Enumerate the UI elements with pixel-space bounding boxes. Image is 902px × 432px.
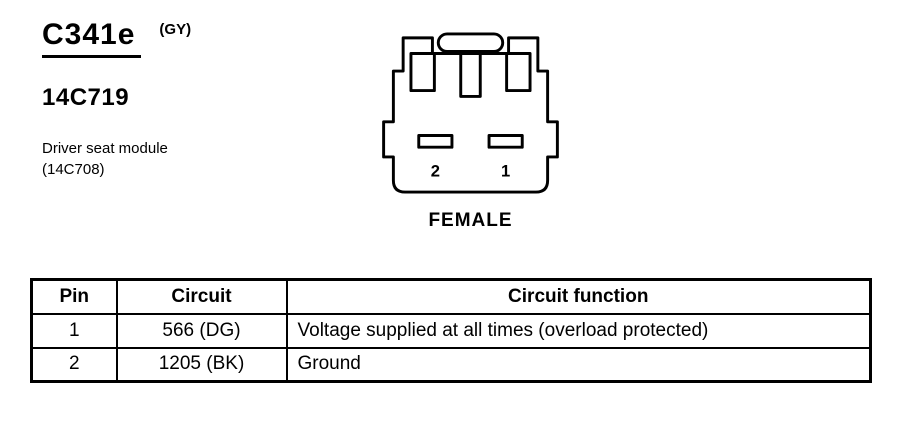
header-pin: Pin <box>30 278 118 315</box>
cell-pin: 1 <box>30 312 118 349</box>
connector-latch-tab <box>436 32 505 53</box>
cell-circuit: 566 (DG) <box>115 312 288 349</box>
pin-slot-2 <box>417 134 454 149</box>
pin-number-2: 2 <box>431 161 440 180</box>
cell-function: Ground <box>285 346 872 383</box>
table-row: 1 566 (DG) Voltage supplied at all times… <box>30 312 872 349</box>
connector-keyway-left <box>409 52 436 93</box>
cell-circuit: 1205 (BK) <box>115 346 288 383</box>
part-number: 14C719 <box>42 84 130 111</box>
component-description: Driver seat module (14C708) <box>42 138 168 180</box>
connector-id: C341e <box>42 18 142 58</box>
connector-gender-label: FEMALE <box>428 210 513 231</box>
header-circuit: Circuit <box>115 278 288 315</box>
connector-keyway-right <box>505 52 532 93</box>
header-circuit-function: Circuit function <box>285 278 872 315</box>
component-name: Driver seat module <box>42 140 168 157</box>
connector-color-code: (GY) <box>159 21 192 38</box>
connector-drawing: 2 1 <box>368 26 573 207</box>
connector-keyway-center <box>459 52 482 98</box>
pin-slot-1 <box>487 134 524 149</box>
connector-id-block: C341e (GY) <box>42 18 191 58</box>
component-ref: (14C708) <box>42 161 105 178</box>
table-header-row: Pin Circuit Circuit function <box>30 278 872 315</box>
cell-function: Voltage supplied at all times (overload … <box>285 312 872 349</box>
pin-number-1: 1 <box>501 161 510 180</box>
table-row: 2 1205 (BK) Ground <box>30 346 872 383</box>
connector-diagram: 2 1 <box>382 32 559 194</box>
pin-function-table: Pin Circuit Circuit function 1 566 (DG) … <box>30 278 872 383</box>
cell-pin: 2 <box>30 346 118 383</box>
